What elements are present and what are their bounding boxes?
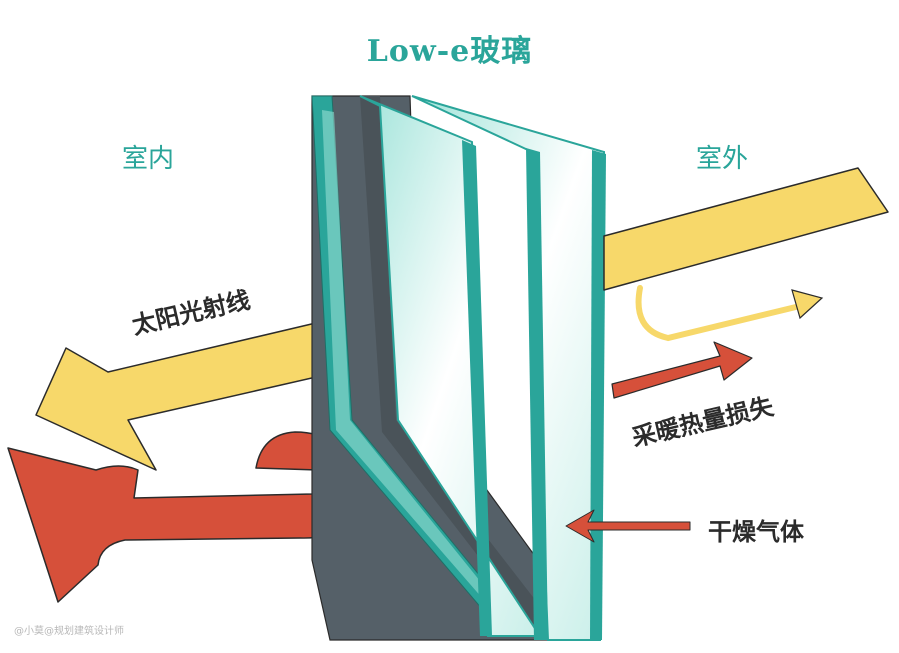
- spacer-band: [360, 96, 560, 636]
- diagram-title: Low-e玻璃: [366, 34, 533, 69]
- solar-arrow-indoor: [35, 321, 351, 471]
- heat-arrow-indoor: [7, 431, 353, 603]
- glass-pane-1-inner: [322, 110, 518, 630]
- glass-pane-2-edge: [462, 140, 492, 636]
- dry-gas-label: 干燥气体: [708, 518, 804, 546]
- glass-pane-3: [411, 95, 606, 641]
- dry-gas-pointer-arrow: [565, 509, 691, 543]
- outdoor-label: 室外: [696, 144, 749, 174]
- reflected-ray-arrow: [635, 285, 803, 342]
- indoor-label: 室内: [122, 144, 175, 174]
- reflected-ray-arrowhead: [791, 289, 824, 320]
- glass-pane-3-edge-b: [590, 150, 606, 640]
- glass-pane-3-edge-a: [526, 148, 548, 640]
- watermark: @小莫@规划建筑设计师: [14, 626, 124, 637]
- heat-loss-arrow: [611, 341, 753, 399]
- solar-band-outdoor: [603, 167, 889, 291]
